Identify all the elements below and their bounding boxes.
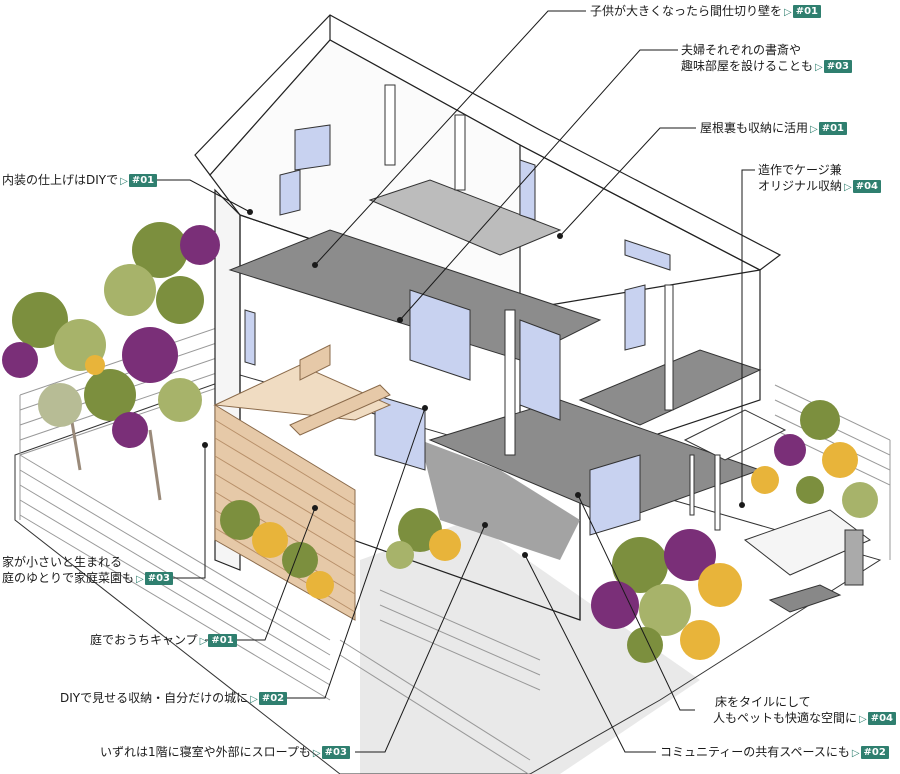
front-fence: [339, 589, 541, 774]
callout-slope: いずれは1階に寝室や外部にスロープも▷#03: [100, 744, 350, 762]
arrow-icon: ▷: [784, 7, 792, 18]
posts: [384, 84, 674, 456]
mailbox: [844, 529, 864, 586]
callout-text: いずれは1階に寝室や外部にスロープも: [100, 745, 311, 759]
tag-badge: #03: [321, 746, 350, 759]
callout-text: 夫婦それぞれの書斎や: [681, 43, 802, 57]
callout-community: コミュニティーの共有スペースにも▷#02: [660, 744, 889, 762]
tag-badge: #01: [208, 634, 237, 647]
callout-text: コミュニティーの共有スペースにも: [660, 745, 850, 759]
tag-badge: #02: [258, 692, 288, 705]
tree-right: [591, 400, 878, 663]
arrow-icon: ▷: [199, 636, 208, 647]
callout-text: 趣味部屋を設けることも: [681, 59, 814, 73]
callout-text: 人もペットも快適な空間に: [712, 711, 857, 725]
tag-badge: #01: [818, 122, 848, 135]
pavement: [360, 520, 700, 774]
callout-diy-storage: DIYで見せる収納・自分だけの城に▷#02: [60, 690, 288, 708]
arrow-icon: ▷: [815, 62, 823, 73]
tag-badge: #04: [867, 712, 896, 725]
callout-text: 庭でおうちキャンプ: [90, 633, 198, 647]
callout-text: DIYで見せる収納・自分だけの城に: [60, 691, 249, 705]
arrow-icon: ▷: [136, 574, 144, 585]
arrow-icon: ▷: [120, 176, 128, 187]
loft-slab: [368, 179, 562, 256]
callout-text: 屋根裏も収納に活用: [700, 121, 809, 135]
callout-tile: 床をタイルにして 人もペットも快適な空間に▷#04: [713, 694, 896, 728]
callout-attic: 屋根裏も収納に活用▷#01: [700, 120, 848, 138]
callout-text: 造作でケージ兼: [758, 163, 842, 177]
callout-diy-interior: 内装の仕上げはDIYで▷#01: [2, 172, 158, 190]
entrance-canopy: [683, 409, 871, 613]
callout-text: 床をタイルにして: [714, 695, 811, 709]
arrow-icon: ▷: [844, 182, 852, 193]
callout-garden: 家が小さいと生まれる 庭のゆとりで家庭菜園も▷#03: [2, 554, 174, 588]
shrubs-front: [220, 500, 461, 599]
callout-text: 子供が大きくなったら間仕切り壁を: [590, 4, 783, 18]
arrow-icon: ▷: [312, 748, 321, 759]
tag-badge: #03: [823, 60, 853, 73]
callout-study: 夫婦それぞれの書斎や 趣味部屋を設けることも▷#03: [681, 42, 853, 76]
tag-badge: #01: [792, 5, 822, 18]
arrow-icon: ▷: [851, 748, 860, 759]
tag-badge: #04: [852, 180, 882, 193]
arrow-icon: ▷: [810, 124, 818, 135]
arrow-icon: ▷: [859, 714, 867, 725]
leader-dots: [202, 209, 745, 558]
callout-camp: 庭でおうちキャンプ▷#01: [90, 632, 237, 650]
first-floor-slab-left: [420, 440, 580, 560]
callout-text: 庭のゆとりで家庭菜園も: [2, 571, 135, 585]
windows: [244, 124, 671, 536]
tag-badge: #02: [860, 746, 889, 759]
callout-cage: 造作でケージ兼 オリジナル収納▷#04: [758, 162, 882, 196]
tag-badge: #01: [128, 174, 158, 187]
callout-text: オリジナル収納: [758, 179, 843, 193]
tree-left: [2, 222, 220, 501]
callout-partition: 子供が大きくなったら間仕切り壁を▷#01: [590, 3, 822, 21]
tag-badge: #03: [144, 572, 174, 585]
arrow-icon: ▷: [250, 694, 258, 705]
callout-text: 内装の仕上げはDIYで: [2, 173, 119, 187]
callout-text: 家が小さいと生まれる: [2, 555, 123, 569]
